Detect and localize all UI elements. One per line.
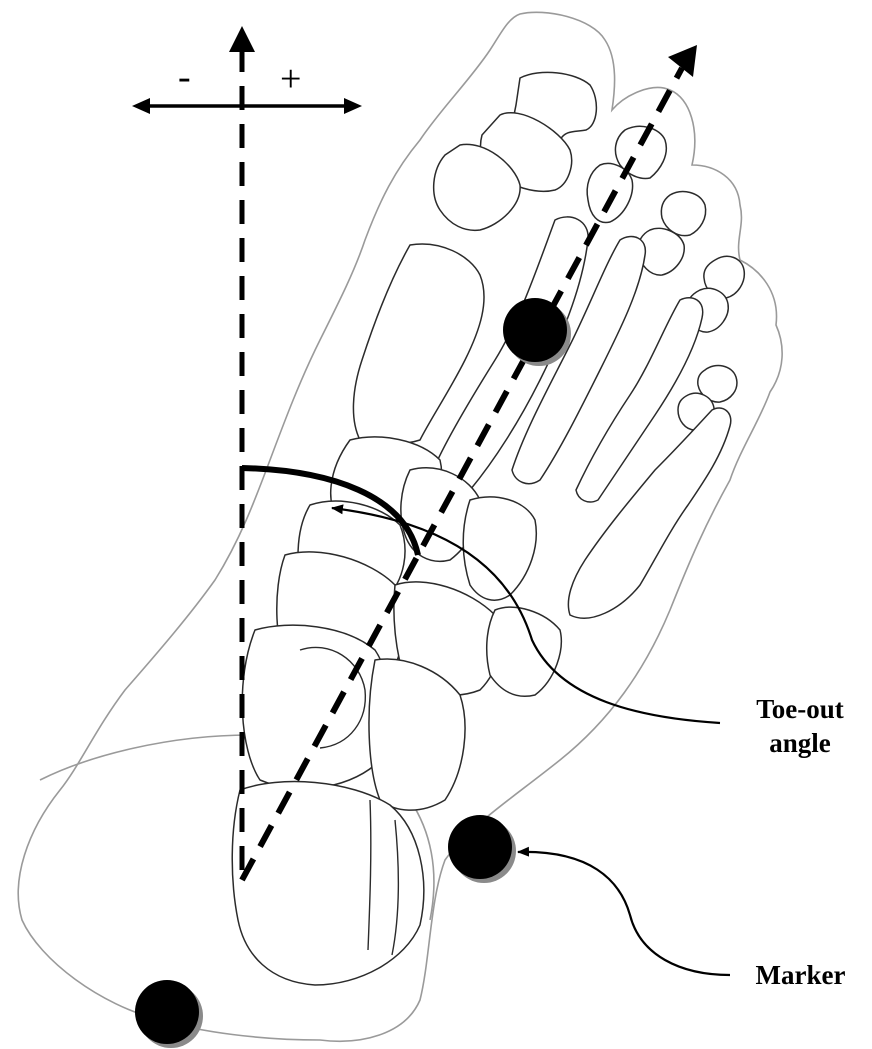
marker-lateral-ankle — [448, 815, 516, 883]
reference-axis-arrowhead — [229, 26, 255, 52]
marker-callout-curve — [518, 852, 730, 975]
sign-axis-right-arrowhead — [344, 98, 362, 114]
toe-out-angle-label: Toe-out angle — [735, 692, 865, 760]
minus-sign-label: - — [178, 58, 191, 96]
sign-axis-left-arrowhead — [132, 98, 150, 114]
toe-out-label-line2: angle — [735, 726, 865, 760]
marker-heel — [135, 980, 203, 1048]
plus-sign-label: + — [280, 60, 301, 98]
metatarsal-bones — [353, 217, 730, 618]
toe-out-label-line1: Toe-out — [735, 692, 865, 726]
marker-label: Marker — [738, 958, 863, 992]
